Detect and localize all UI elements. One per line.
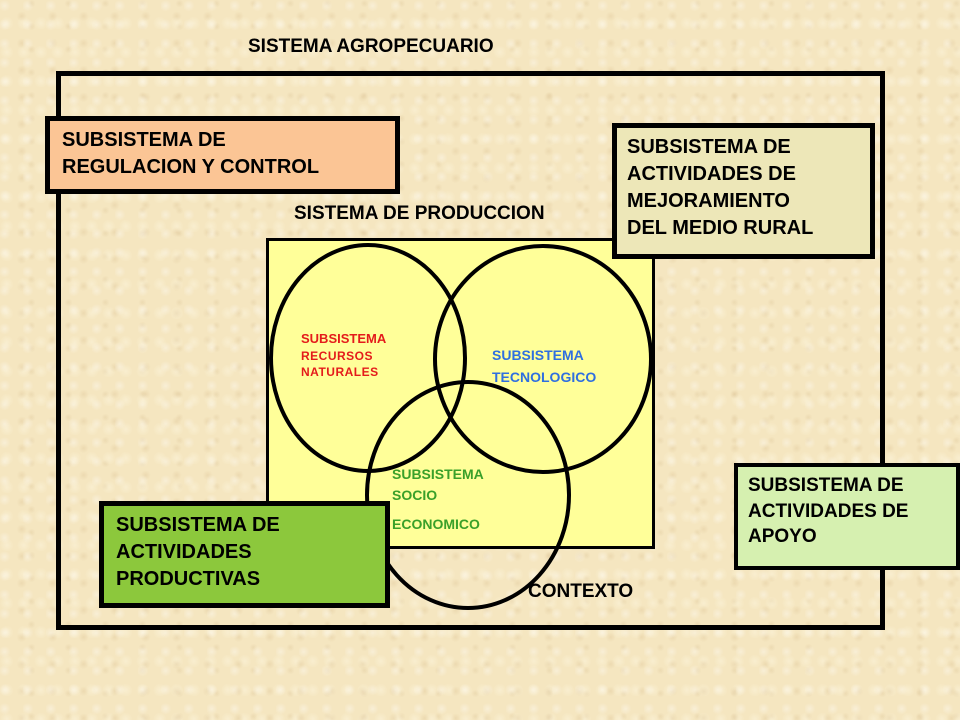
socioeconomic-label-line1: SUBSISTEMA xyxy=(392,466,484,482)
support-box-line2: ACTIVIDADES DE xyxy=(748,500,909,522)
natural-resources-label-line1: SUBSISTEMA xyxy=(301,331,387,346)
support-box-line3: APOYO xyxy=(748,526,817,548)
productive-box-line1: SUBSISTEMA DE xyxy=(116,514,280,536)
productive-box-line3: PRODUCTIVAS xyxy=(116,568,261,590)
natural-resources-label-line2: RECURSOS xyxy=(301,348,374,363)
natural-resources-label-line3: NATURALES xyxy=(301,364,379,379)
technological-label-line2: TECNOLOGICO xyxy=(492,369,597,386)
rural-improvement-box-line2: ACTIVIDADES DE xyxy=(627,163,796,185)
production-system-title: SISTEMA DE PRODUCCION xyxy=(294,203,545,224)
regulation-box-line2: REGULACION Y CONTROL xyxy=(62,156,320,178)
technological-label: SUBSISTEMA TECNOLOGICO xyxy=(492,344,596,389)
technological-label-line1: SUBSISTEMA xyxy=(492,347,584,363)
regulation-box-line1: SUBSISTEMA DE xyxy=(62,129,226,151)
socioeconomic-label: SUBSISTEMA SOCIO ECONOMICO xyxy=(392,464,484,537)
productive-box-line2: ACTIVIDADES xyxy=(116,541,252,563)
socioeconomic-label-line2: SOCIO xyxy=(392,487,438,503)
rural-improvement-box-line1: SUBSISTEMA DE xyxy=(627,136,791,158)
support-activities-box: SUBSISTEMA DE ACTIVIDADES DE APOYO xyxy=(734,463,960,570)
socioeconomic-circle xyxy=(365,380,571,610)
regulation-control-box: SUBSISTEMA DE REGULACION Y CONTROL xyxy=(45,116,400,194)
productive-activities-box: SUBSISTEMA DE ACTIVIDADES PRODUCTIVAS xyxy=(99,501,390,608)
socioeconomic-label-line3: ECONOMICO xyxy=(392,516,480,532)
context-label: CONTEXTO xyxy=(528,581,634,602)
rural-improvement-box-line3: MEJORAMIENTO xyxy=(627,190,790,212)
rural-improvement-box-line4: DEL MEDIO RURAL xyxy=(627,217,814,239)
agro-system-title: SISTEMA AGROPECUARIO xyxy=(248,36,494,57)
agro-system-frame xyxy=(56,71,885,630)
technological-circle xyxy=(433,244,653,474)
rural-improvement-box: SUBSISTEMA DE ACTIVIDADES DE MEJORAMIENT… xyxy=(612,123,875,259)
support-box-line1: SUBSISTEMA DE xyxy=(748,475,904,496)
natural-resources-label: SUBSISTEMA RECURSOS NATURALES xyxy=(301,330,386,380)
